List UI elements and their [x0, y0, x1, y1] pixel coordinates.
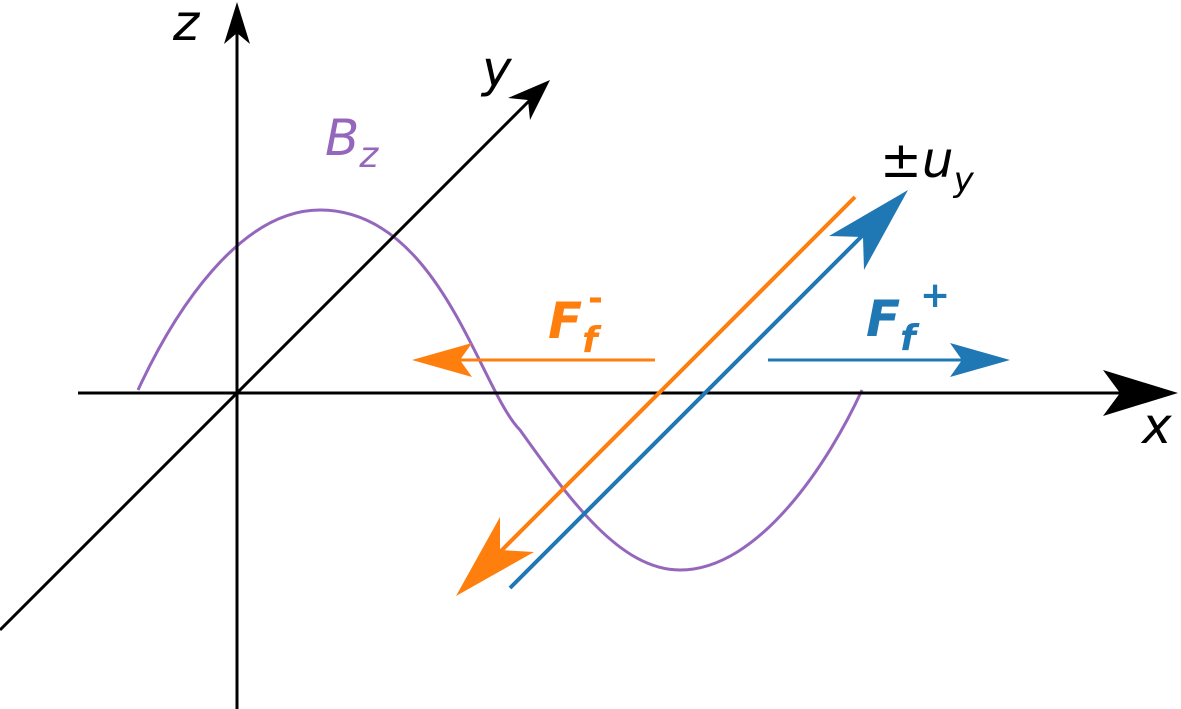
velocity-subscript: y: [953, 160, 975, 200]
blue-velocity-line: [508, 218, 880, 590]
bz-label: Bz: [325, 109, 379, 176]
z-axis-arrowhead: [224, 2, 250, 44]
bz-subscript: z: [358, 135, 379, 176]
force-plus-superscript: +: [920, 275, 950, 316]
z-axis-label: z: [172, 0, 201, 52]
y-axis-label: y: [480, 40, 513, 98]
x-axis-arrowhead: [1103, 370, 1178, 416]
force-plus-arrowhead: [950, 343, 1010, 377]
orange-velocity-line: [488, 195, 857, 564]
force-plus-subscript: f: [900, 318, 920, 359]
bz-symbol: B: [325, 109, 359, 167]
orange-velocity-arrowhead: [456, 517, 534, 596]
force-plus-label: Ff: [866, 290, 920, 359]
bz-wave: [136, 208, 864, 572]
force-minus-symbol: F: [548, 292, 582, 350]
force-minus-arrowhead: [412, 343, 472, 377]
x-axis-label: x: [1140, 397, 1172, 455]
force-plus-symbol: F: [866, 290, 900, 348]
force-minus-subscript: f: [582, 320, 602, 361]
y-axis: [0, 93, 537, 632]
force-minus-label: Ff: [548, 292, 602, 361]
blue-velocity-arrowhead: [829, 190, 908, 270]
velocity-prefix: ±: [880, 131, 922, 189]
velocity-symbol: u: [922, 131, 954, 189]
velocity-label: ±uy: [880, 131, 975, 200]
force-minus-superscript: -: [588, 278, 603, 319]
y-axis-arrowhead: [508, 80, 550, 120]
